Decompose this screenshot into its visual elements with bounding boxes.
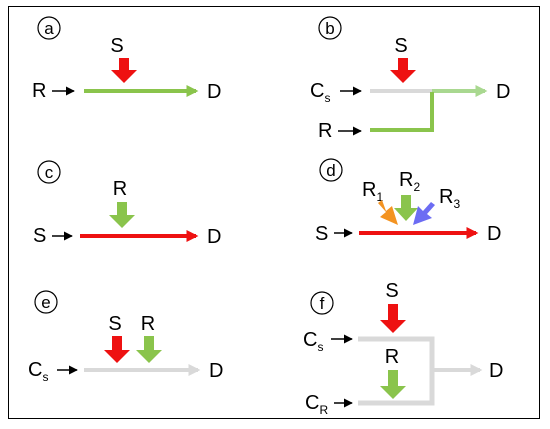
panel-e-top2-label: R: [141, 313, 155, 335]
panel-d-r3-label: R3: [439, 186, 460, 211]
panel-a-right-label: D: [207, 81, 221, 103]
panel-b-red-arrow: [390, 58, 416, 83]
panel-b-badge: [318, 16, 342, 40]
panel-c-top-label: R: [113, 178, 127, 200]
panel-e-left-label: Cs: [28, 359, 48, 384]
panel-c-badge: [37, 160, 61, 184]
panel-f-badge: [310, 291, 334, 315]
panel-c-green-arrow: [109, 202, 135, 228]
panel-c-right-label: D: [207, 226, 221, 248]
panel-d-r2-label: R2: [399, 169, 420, 194]
panel-a-letter: a: [44, 19, 54, 38]
panel-f: f S R Cs CR D: [303, 280, 503, 417]
panel-e-top1-label: S: [108, 313, 121, 335]
panel-e-red-arrow: [104, 336, 130, 363]
panel-d-right-label: D: [487, 223, 501, 245]
panel-d-left-label: S: [315, 223, 328, 245]
panel-b-right-label: D: [496, 81, 510, 103]
panel-d-blue-arrow: [413, 202, 435, 225]
panel-f-mid-label: R: [385, 346, 399, 368]
panel-e-badge: [34, 290, 58, 314]
panel-d-badge: [319, 158, 343, 182]
panel-b: b S Cs D R: [310, 16, 510, 142]
panel-a-left-label: R: [32, 80, 46, 102]
panel-f-left2-label: CR: [305, 392, 328, 417]
panel-f-letter: f: [320, 294, 325, 313]
panel-c-left-label: S: [33, 225, 46, 247]
panel-d-r1-label: R1: [362, 179, 383, 204]
diagram-frame: [8, 6, 540, 419]
panel-b-green-branch: [370, 92, 434, 132]
panel-a-badge: [37, 16, 61, 40]
panel-b-letter: b: [325, 19, 334, 38]
panel-d-orange-arrow: [378, 200, 398, 225]
panel-e-right-label: D: [209, 360, 223, 382]
panel-f-left1-label: Cs: [303, 329, 323, 354]
panel-f-red-arrow: [380, 304, 406, 333]
panel-f-right-label: D: [489, 360, 503, 382]
panel-a: a S R D: [32, 16, 221, 103]
panel-e: e S R Cs D: [28, 290, 223, 384]
panel-a-top-label: S: [110, 35, 123, 57]
panel-c-letter: c: [45, 163, 54, 182]
panel-b-top-label: S: [394, 35, 407, 57]
panel-f-green-arrow: [380, 370, 406, 399]
panel-a-red-arrow: [111, 58, 137, 83]
panel-b-left1-label: Cs: [310, 80, 330, 105]
panel-f-top-label: S: [385, 280, 398, 302]
panel-d-letter: d: [326, 161, 335, 180]
panel-d-green-arrow: [394, 195, 418, 221]
panel-e-letter: e: [41, 293, 50, 312]
panel-d: d R1 R2 R3 S D: [315, 158, 501, 245]
panel-c: c R S D: [33, 160, 221, 248]
panel-b-left2-label: R: [318, 120, 332, 142]
panel-e-green-arrow: [136, 336, 162, 363]
